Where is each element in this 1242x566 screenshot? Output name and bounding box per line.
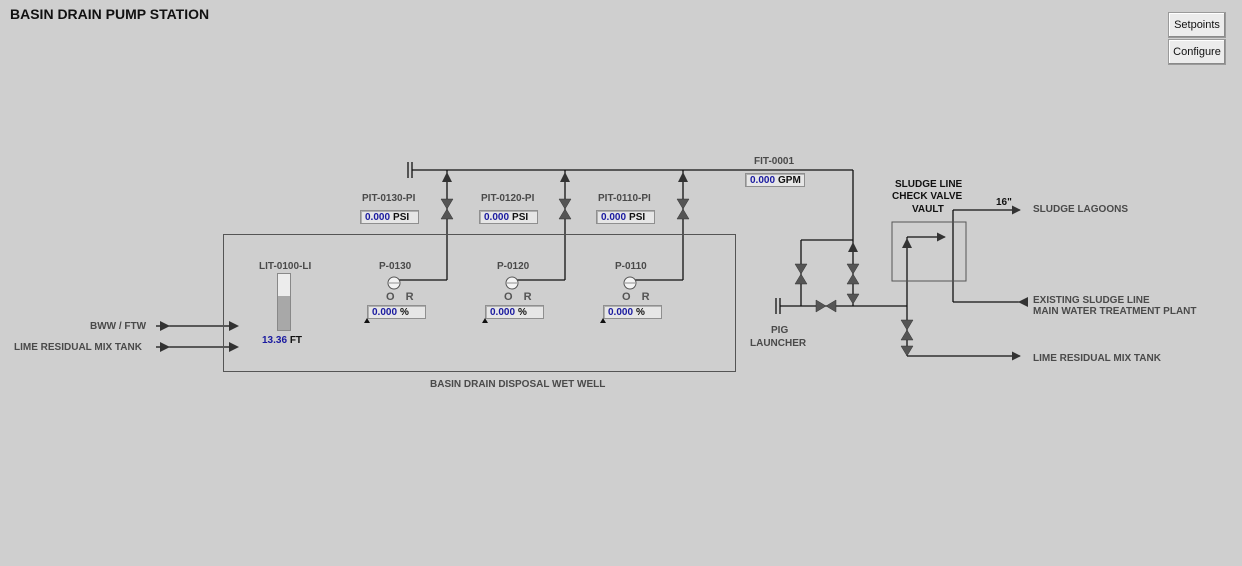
setpoints-button[interactable]: Setpoints [1168, 12, 1226, 38]
pump-icons [387, 276, 637, 290]
valve-p0120 [558, 198, 572, 220]
vault-label-line2: CHECK VALVE [892, 191, 963, 202]
pump-p0130-speed[interactable]: 0.000% [367, 305, 426, 319]
pump-p0130-mode: O R [386, 291, 418, 303]
configure-button[interactable]: Configure [1168, 39, 1226, 65]
pump-p0110-speed[interactable]: 0.000% [603, 305, 662, 319]
valve-p0130 [440, 198, 454, 220]
wet-well-label: BASIN DRAIN DISPOSAL WET WELL [430, 379, 606, 390]
lit-0100-tag: LIT-0100-LI [259, 261, 312, 272]
main-water-treatment-label: MAIN WATER TREATMENT PLANT [1033, 306, 1197, 317]
valve-bypass [794, 263, 808, 285]
pump-p0130-tag: P-0130 [379, 261, 412, 272]
valve-pig [815, 299, 837, 313]
speed-cursor-icon [600, 318, 606, 323]
speed-cursor-icon [364, 318, 370, 323]
sludge-lagoons-label: SLUDGE LAGOONS [1033, 204, 1129, 215]
wet-well-box [223, 234, 736, 372]
level-bar-fill [278, 296, 290, 330]
lime-outlet-label: LIME RESIDUAL MIX TANK [1033, 353, 1161, 364]
valve-lime-outlet [900, 319, 914, 341]
vault-label-line3: VAULT [912, 204, 944, 215]
vault-label-line1: SLUDGE LINE [895, 179, 963, 190]
fit-0001-tag: FIT-0001 [754, 156, 795, 167]
launcher-label: LAUNCHER [750, 338, 807, 349]
pump-p0120-mode: O R [504, 291, 536, 303]
pump-p0120-speed[interactable]: 0.000% [485, 305, 544, 319]
existing-sludge-line-label: EXISTING SLUDGE LINE [1033, 295, 1150, 306]
pig-label: PIG [771, 325, 789, 336]
lime-inlet-label: LIME RESIDUAL MIX TANK [14, 342, 142, 353]
pipe-size-label: 16" [996, 197, 1012, 208]
pit-0130-tag: PIT-0130-PI [362, 193, 416, 204]
level-readout: 13.36 FT [262, 335, 303, 346]
check-valve-vault-box [891, 221, 967, 282]
pump-p0110-mode: O R [622, 291, 654, 303]
valve-p0110 [676, 198, 690, 220]
pit-0110-tag: PIT-0110-PI [598, 193, 651, 204]
pump-p0120-tag: P-0120 [497, 261, 530, 272]
page-title: BASIN DRAIN PUMP STATION [10, 6, 210, 22]
pit-0120-tag: PIT-0120-PI [481, 193, 535, 204]
bww-ftw-label: BWW / FTW [90, 321, 147, 332]
pump-p0110-tag: P-0110 [615, 261, 647, 272]
valve-main [846, 263, 860, 285]
level-bar [277, 273, 291, 331]
speed-cursor-icon [482, 318, 488, 323]
